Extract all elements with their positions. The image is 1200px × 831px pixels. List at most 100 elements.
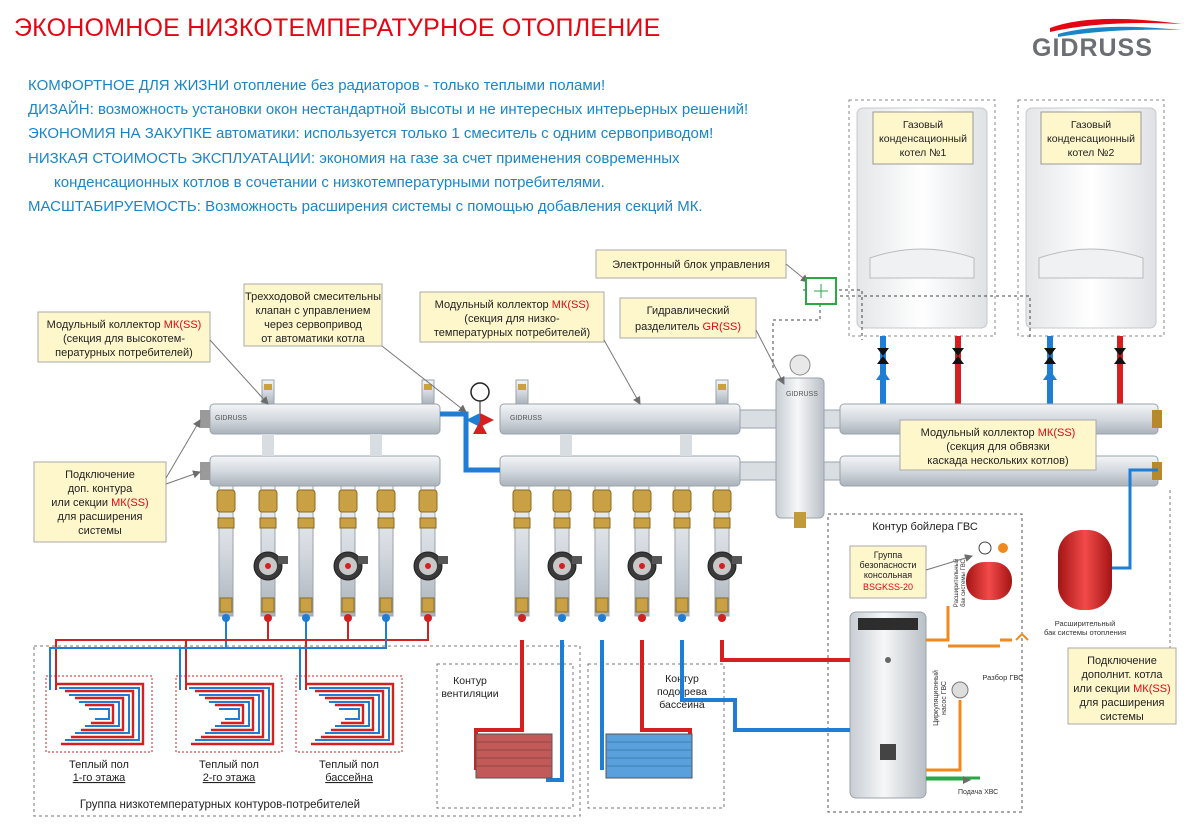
callout-collector-low-l1: Модульный коллектор МК(SS) [435,299,590,311]
callout-collector-high-l1: Модульный коллектор МК(SS) [47,319,202,331]
boiler-2-caption-l1: Газовый [1071,119,1111,131]
hydraulic-separator: GIDRUSS [739,354,841,528]
callout-safety-box [849,545,927,599]
boiler-pipes [772,289,1126,406]
callout-cascade-l3: каскада нескольких котлов) [927,455,1068,467]
expansion-tank: Расширительный бак системы отопления [1044,468,1158,637]
separator-drain [794,512,806,528]
feature-scalability: МАСШТАБИРУЕМОСТЬ: Возможность расширения… [28,198,703,216]
boiler-1-caption-l2: конденсационный [879,133,967,145]
collector-low-temp: GIDRUSS [499,403,741,487]
separator-body [775,377,825,519]
circulation-pump-icon [707,551,742,581]
callout-extra-right-l4: для расширения [1080,697,1165,709]
pump-group-6 [413,379,448,622]
dhw-tank-top [858,618,918,630]
boiler-1-caption-l3: котел №1 [900,147,947,159]
boiler-1-caption-l1: Газовый [903,119,943,131]
callout-extra-right-l1: Подключение [1087,655,1157,667]
low-temp-group-title: Группа низкотемпературных контуров-потре… [80,799,360,811]
callout-safety-l3: консольная [864,570,912,580]
dhw-tank-panel [880,744,896,760]
callout-cascade-box [899,419,1097,471]
feature-low-cost: НИЗКАЯ СТОИМОСТЬ ЭКСПЛУАТАЦИИ: экономия … [28,149,680,167]
callout-extra-left-l3: или секции МК(SS) [51,497,148,509]
callout-mixing-valve: Трехходовой смесительны клапан с управле… [243,283,467,413]
callout-control-unit-text: Электронный блок управления [612,259,770,271]
feature-comfort: КОМФОРТНОЕ ДЛЯ ЖИЗНИ отопление без радиа… [28,77,606,94]
callout-control-unit-box [595,249,787,279]
callout-hydraulic-separator: Гидравлический разделитель GR(SS) [619,297,785,385]
dhw-tap-label: Разбор ГВС [982,673,1024,682]
boiler-1-panel [869,248,975,279]
pump-group-3 [296,485,316,622]
boiler-2-caption-box [1040,111,1142,165]
pool-heat-exchanger [600,640,693,779]
dhw-exp-tank-label-2: бак системы ГВС [961,558,967,606]
pump-group-2 [253,379,288,622]
boiler-1-caption-box [872,111,974,165]
callout-extra-right-l2: дополнит. котла [1081,669,1163,681]
dhw-circuit-title: Контур бойлера ГВС [872,521,978,533]
callout-extra-left-l5: системы [78,525,122,537]
circ-pump-label-1: Циркуляционный [932,670,940,726]
callout-mixing-valve-l2: клапан с управлением [256,305,371,317]
collector-high-return [209,455,441,487]
callout-collector-low: Модульный коллектор МК(SS) (секция для н… [419,291,641,405]
collector-high-temp: GIDRUSS [209,403,441,487]
floor-label-2-l2: 2-го этажа [203,772,256,784]
boiler-2-panel [1038,248,1144,279]
callout-collector-low-box [419,291,605,343]
ventilation-label-1: Контур [453,675,487,687]
circulation-pump-icon [253,551,288,581]
circulation-pump-icon [627,551,662,581]
expansion-tank-body [1058,530,1112,610]
pump-group-4 [333,485,368,622]
cold-water-label: Подача ХВС [958,789,998,796]
floor-label-2-l1: Теплый пол [199,759,259,771]
callout-extra-left-box [33,461,167,543]
dhw-exp-tank [966,562,1012,600]
mixing-valve [440,382,500,473]
callout-collector-high-l3: пературных потребителей) [55,347,193,359]
pump-group-9 [592,485,612,622]
floor-label-3-l2: бассейна [325,772,374,784]
callout-collector-cascade: Модульный коллектор МК(SS) (секция для о… [899,419,1097,471]
floor-label-1-l1: Теплый пол [69,759,129,771]
boiler-2-caption-l2: конденсационный [1047,133,1135,145]
circulation-pump-icon [413,551,448,581]
dhw-circuit: Контур бойлера ГВС Разбор ГВС Подача ХВС… [827,513,1029,813]
feature-low-cost-cont: конденсационных котлов в сочетании с низ… [54,173,605,191]
dhw-tank [849,611,927,799]
callout-mixing-valve-l4: от автоматики котла [261,333,365,345]
floor-label-3-l1: Теплый пол [319,759,379,771]
boiler-2-caption-l3: котел №2 [1068,147,1115,159]
dhw-exp-tank-label-1: Расширительный [953,559,960,607]
pump-group-1 [216,485,236,622]
callout-extra-left: Подключение доп. контура или секции МК(S… [33,419,201,543]
ventilation-heat-exchanger [474,640,564,782]
callout-separator-l1: Гидравлический [647,305,730,317]
callout-control-unit: Электронный блок управления [595,249,837,305]
callout-collector-high-box [37,311,211,363]
floor-label-1-l2: 1-го этажа [73,772,126,784]
callout-collector-low-l2: (секция для низко- [464,313,560,325]
callout-safety-l1: Группа [874,550,903,560]
pump-group-5 [376,485,396,622]
ventilation-label-2: вентиляции [441,688,498,700]
circulation-pump-icon [547,551,582,581]
page-title: ЭКОНОМНОЕ НИЗКОТЕМПЕРАТУРНОЕ ОТОПЛЕНИЕ [14,14,661,42]
callout-safety-group: Группа безопасности консольная BSGKSS-20 [849,545,973,599]
callout-collector-high: Модульный коллектор МК(SS) (секция для в… [37,311,269,405]
callout-extra-left-l4: для расширения [58,511,143,523]
collector-high-brand: GIDRUSS [215,415,247,422]
pump-group-8 [547,485,582,622]
dhw-circuit-frame [827,513,1023,813]
callout-collector-low-l3: температурных потребителей) [434,327,590,339]
brand-wordmark: GIDRUSS [1032,34,1153,62]
